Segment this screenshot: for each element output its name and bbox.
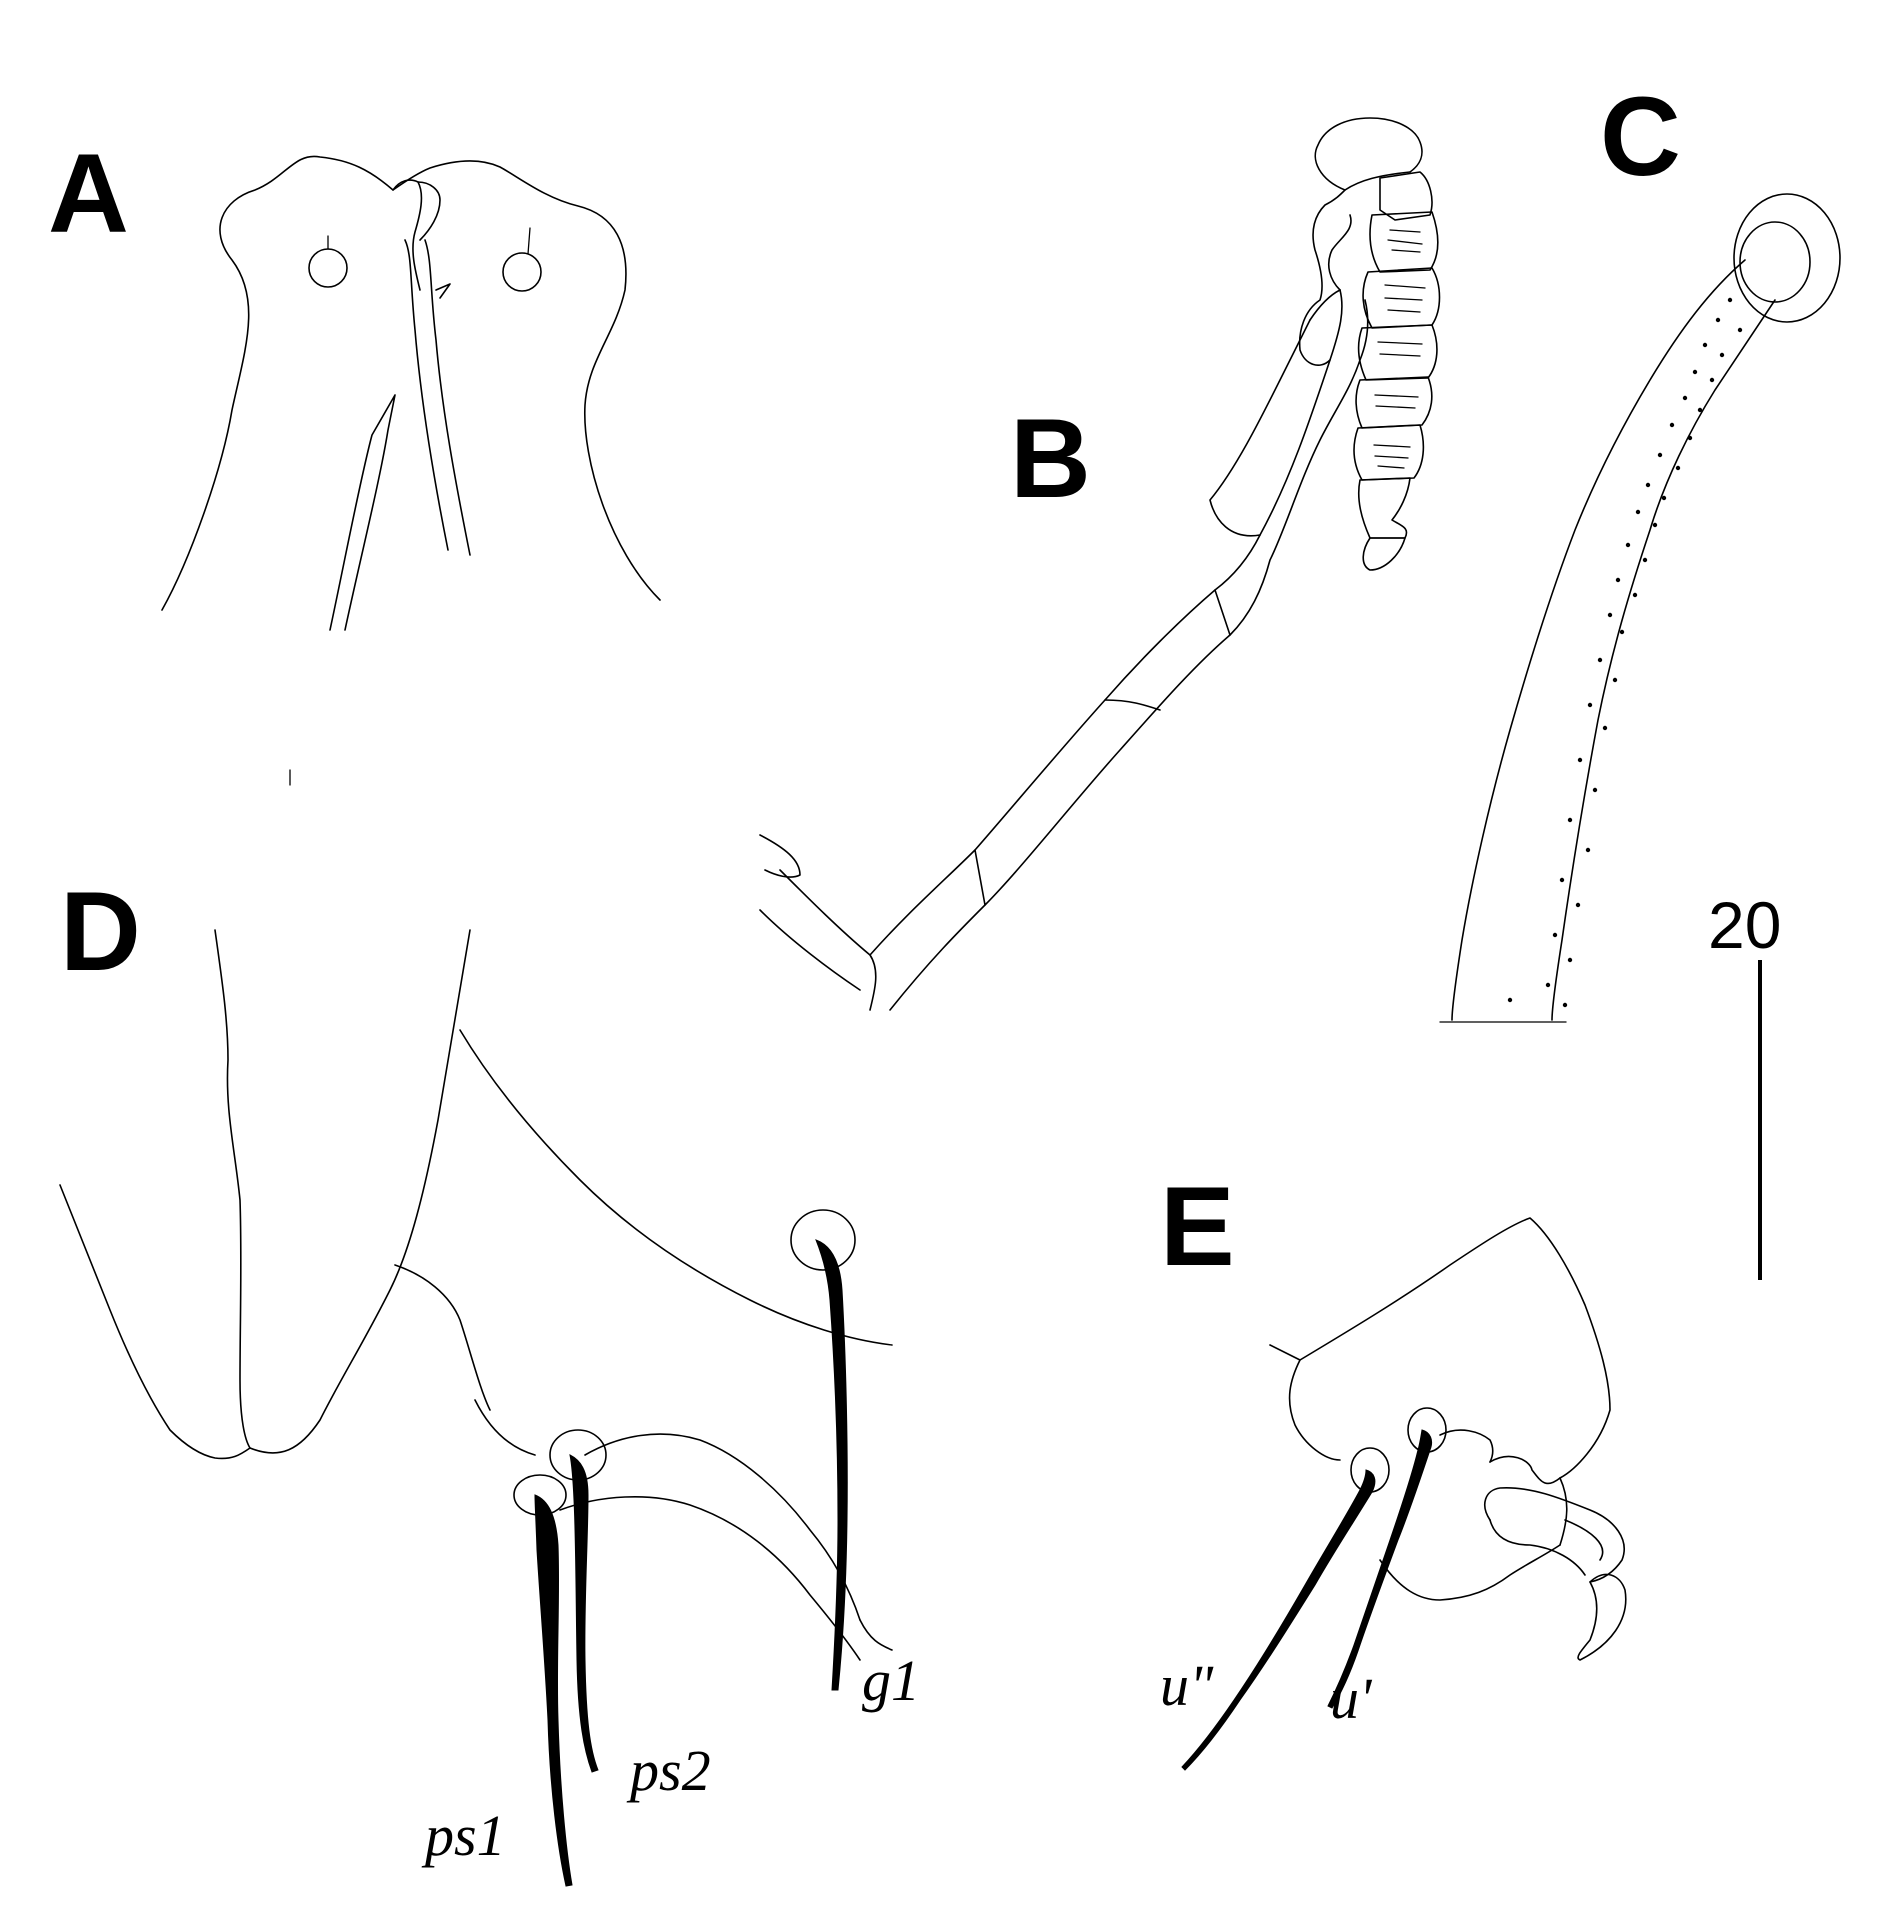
surface-dot	[1652, 522, 1658, 528]
surface-dot	[1507, 997, 1513, 1003]
surface-dot	[1592, 787, 1598, 793]
seta-label-u-double-prime: u"	[1160, 1653, 1214, 1718]
seta-label-u-prime: u'	[1330, 1666, 1373, 1731]
surface-dot	[1715, 317, 1721, 323]
surface-dot	[1612, 677, 1618, 683]
surface-dot	[1702, 342, 1708, 348]
panel-e-leg-tip: u" u' E	[1160, 1164, 1627, 1771]
surface-dot	[1587, 702, 1593, 708]
panel-c-surface-dots	[1507, 297, 1743, 1008]
seta-label-g1: g1	[862, 1648, 920, 1713]
surface-dot	[1692, 369, 1698, 375]
surface-dot	[1602, 725, 1608, 731]
seta-label-ps1: ps1	[421, 1803, 506, 1868]
surface-dot	[1559, 877, 1565, 883]
surface-dot	[1642, 557, 1648, 563]
surface-dot	[1682, 395, 1688, 401]
panel-a-label: A	[48, 131, 129, 256]
surface-dot	[1552, 932, 1558, 938]
surface-dot	[1727, 297, 1733, 303]
surface-dot	[1657, 452, 1663, 458]
panel-c-seta: C	[1439, 74, 1841, 1023]
surface-dot	[1597, 657, 1603, 663]
scale-bar: 20	[1708, 888, 1781, 1280]
panel-b-appendage: B	[759, 117, 1441, 1011]
surface-dot	[1719, 352, 1725, 358]
surface-dot	[1709, 377, 1715, 383]
surface-dot	[1645, 482, 1651, 488]
panel-d-label: D	[60, 869, 141, 994]
surface-dot	[1625, 542, 1631, 548]
surface-dot	[1567, 957, 1573, 963]
panel-d-venter: ps1 ps2 g1 D	[59, 869, 920, 1887]
surface-dot	[1562, 1002, 1568, 1008]
surface-dot	[1585, 847, 1591, 853]
panel-a-gnathosoma: A	[48, 131, 661, 786]
panel-c-label: C	[1600, 74, 1681, 199]
surface-dot	[1635, 509, 1641, 515]
surface-dot	[1575, 902, 1581, 908]
surface-dot	[1545, 982, 1551, 988]
seta-label-ps2: ps2	[626, 1738, 711, 1803]
surface-dot	[1737, 327, 1743, 333]
surface-dot	[1669, 422, 1675, 428]
surface-dot	[1661, 495, 1667, 501]
panel-b-label: B	[1010, 396, 1091, 521]
surface-dot	[1577, 757, 1583, 763]
surface-dot	[1619, 629, 1625, 635]
surface-dot	[1632, 592, 1638, 598]
surface-dot	[1697, 407, 1703, 413]
surface-dot	[1615, 577, 1621, 583]
surface-dot	[1607, 612, 1613, 618]
surface-dot	[1567, 817, 1573, 823]
panel-e-label: E	[1160, 1164, 1235, 1289]
surface-dot	[1675, 465, 1681, 471]
surface-dot	[1687, 435, 1693, 441]
scale-bar-label: 20	[1708, 888, 1781, 962]
